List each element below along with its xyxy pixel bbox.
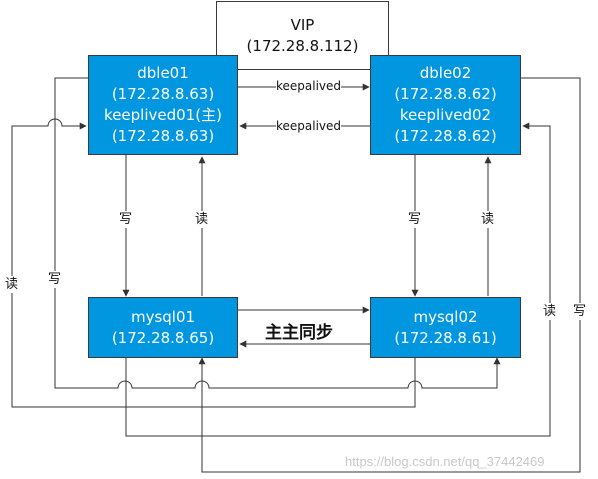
mysql02-ip: (172.28.8.61) (394, 328, 497, 347)
mysql01-read-label: 读 (195, 211, 209, 228)
dble01-role-ip: (172.28.8.63) (111, 127, 215, 145)
mysql01-read-dble02-line (125, 122, 551, 437)
dble01-write-mysql02-line (54, 77, 501, 389)
dble01-name: dble01 (137, 64, 189, 82)
far-right-write-label: 写 (573, 303, 587, 320)
dble02-write-label: 写 (408, 211, 422, 228)
dble02-node: dble02 (172.28.8.62) keeplived02 (172.28… (370, 55, 521, 155)
mysql01-name: mysql01 (130, 307, 196, 326)
mysql02-read-dble01-line (11, 118, 416, 408)
dble01-role: keeplived01(主) (104, 106, 222, 124)
far-left-read-label: 读 (5, 276, 19, 293)
vip-ip: (172.28.8.112) (246, 36, 359, 55)
watermark: https://blog.csdn.net/qq_37442469 (345, 454, 545, 469)
keepalived-forward-label: keepalived (276, 79, 342, 93)
master-sync-label: 主主同步 (265, 323, 333, 343)
dble01-write-label: 写 (119, 211, 133, 228)
mysql02-name: mysql02 (413, 307, 478, 326)
dble02-role-ip: (172.28.8.62) (394, 127, 497, 145)
dble02-write-mysql01-line (198, 77, 581, 473)
dble01-node: dble01 (172.28.8.63) keeplived01(主) (172… (88, 55, 238, 155)
keepalived-back-label: keepalived (276, 119, 342, 133)
mysql02-node: mysql02 (172.28.8.61) (370, 297, 521, 358)
vip-box: VIP (172.28.8.112) (216, 1, 389, 70)
dble02-ip: (172.28.8.62) (394, 85, 497, 103)
mysql02-read-label: 读 (481, 211, 495, 228)
left-write-label: 写 (48, 271, 62, 288)
mysql01-node: mysql01 (172.28.8.65) (88, 297, 238, 358)
vip-title: VIP (290, 15, 315, 34)
dble01-ip: (172.28.8.63) (111, 85, 215, 103)
dble02-role: keeplived02 (399, 106, 492, 124)
mysql01-ip: (172.28.8.65) (111, 328, 215, 347)
dble02-name: dble02 (419, 64, 472, 82)
right-read-label: 读 (543, 303, 557, 320)
